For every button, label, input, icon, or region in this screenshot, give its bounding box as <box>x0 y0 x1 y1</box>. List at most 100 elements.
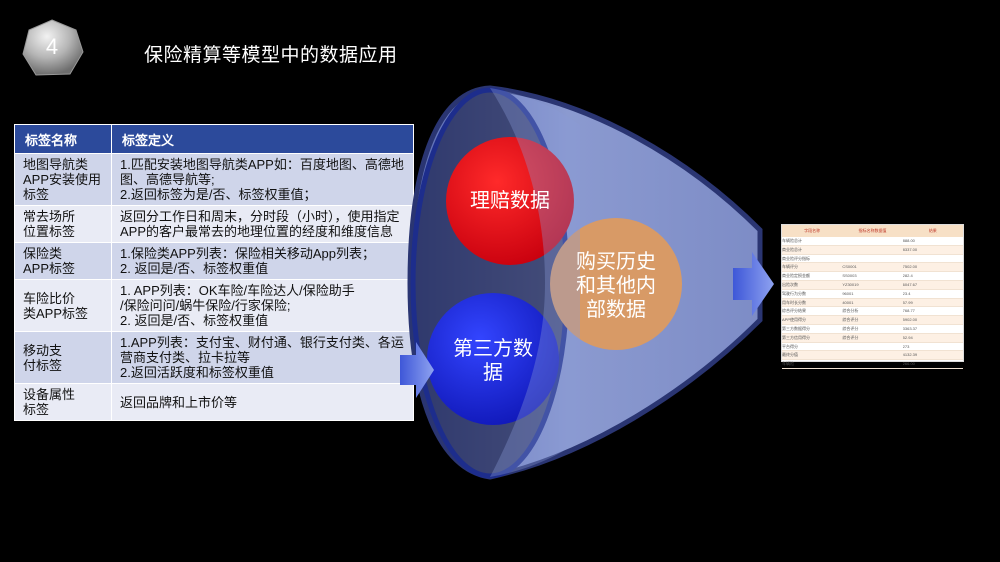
preview-cell: 综合评分 <box>842 317 859 323</box>
table-row: 设备属性 标签 返回品牌和上市价等 <box>14 383 414 421</box>
text-line: 1.保险类APP列表：保险相关移动App列表； <box>120 246 375 261</box>
preview-row: 出险次数 YZ30019 6047.67 <box>782 280 963 290</box>
preview-cell: APP使用得分 <box>782 317 807 323</box>
preview-cell: 273 <box>902 343 910 349</box>
preview-header-cell: 结果 <box>928 228 937 233</box>
preview-cell: 6047.67 <box>902 281 918 287</box>
table-row: 移动支 付标签 1.APP列表：支付宝、财付通、银行支付类、各运 营商支付类、拉… <box>14 331 414 384</box>
purchase-history-label: 购买历史 和其他内 部数据 <box>566 250 666 322</box>
preview-row: 车辆险 266.00 <box>782 360 963 369</box>
preview-row: 平台得分 273 <box>782 343 963 352</box>
text-line: 第三方数 <box>453 338 533 360</box>
header-tag-definition: 标签定义 <box>111 124 414 154</box>
preview-cell <box>842 246 902 254</box>
preview-header-cell: 字段名称 <box>804 228 821 233</box>
table-header-row: 标签名称 标签定义 <box>14 124 414 154</box>
text-line: 返回品牌和上市价等 <box>120 394 238 410</box>
third-party-data-label: 第三方数 据 <box>443 337 543 385</box>
preview-cell: 96001 <box>842 290 854 296</box>
table-row: 车险比价 类APP标签 1. APP列表：OK车险/车险达人/保险助手 /保险问… <box>14 279 414 332</box>
preview-header-cell: 指标名称数据值 <box>858 228 887 233</box>
preview-cell: CS0001 <box>842 264 857 270</box>
claims-data-circle <box>446 137 574 265</box>
preview-cell: 52.94 <box>902 334 913 340</box>
preview-cell: 平台得分 <box>782 343 798 349</box>
preview-cell: 商业险定损金额 <box>782 273 810 279</box>
preview-row: 商业险总计 8337.00 <box>782 245 963 255</box>
preview-cell <box>842 360 902 368</box>
text-line: 标签 <box>23 187 50 202</box>
tag-definition-cell: 1. APP列表：OK车险/车险达人/保险助手 /保险问问/蜗牛保险/行家保险;… <box>111 279 414 332</box>
preview-cell: 商业险总计 <box>782 246 802 252</box>
text-line: 1.APP列表：支付宝、财付通、银行支付类、各运 <box>120 335 404 350</box>
tag-name-cell: 常去场所 位置标签 <box>14 205 112 243</box>
preview-cell: 用车时长分数 <box>782 299 806 305</box>
text-line: 标签 <box>23 402 50 417</box>
preview-cell: 266.00 <box>902 361 915 367</box>
text-line: 返回分工作日和周末，分时段（小时），使用指定 <box>120 209 400 224</box>
text-line: 理赔数据 <box>470 190 550 212</box>
preview-cell: YZ30019 <box>842 281 859 287</box>
text-line: 保险类 <box>23 246 63 261</box>
header-tag-name: 标签名称 <box>14 124 112 154</box>
tag-definition-cell: 1.保险类APP列表：保险相关移动App列表； 2. 返回是/否、标签权重值 <box>111 242 414 280</box>
preview-cell: 综合评分 <box>842 334 859 340</box>
text-line: 2.返回活跃度和标签权重值 <box>120 365 274 380</box>
text-line: 类APP标签 <box>23 305 89 321</box>
preview-cell: 第三方信用得分 <box>782 334 810 340</box>
claims-data-label: 理赔数据 <box>462 189 558 213</box>
text-line: 地图导航类 <box>23 157 89 172</box>
preview-cell <box>842 237 902 245</box>
preview-cell: 驾驶行为分数 <box>782 290 806 296</box>
preview-cell: 第三方数据得分 <box>782 325 810 331</box>
preview-cell: 5902.00 <box>902 317 918 323</box>
third-party-data-circle <box>427 293 559 425</box>
text-line: 付标签 <box>23 357 63 373</box>
table-row: 地图导航类 APP安装使用 标签 1.匹配安装地图导航类APP如：百度地图、高德… <box>14 153 414 206</box>
preview-row: 第三方信用得分 综合评分 52.94 <box>782 333 963 343</box>
preview-cell <box>842 351 902 359</box>
preview-row: APP使用得分 综合评分 5902.00 <box>782 316 963 325</box>
tag-name-cell: 移动支 付标签 <box>14 331 112 384</box>
text-line: 2.返回标签为是/否、标签权重值； <box>120 187 317 202</box>
preview-cell: 282.4 <box>902 273 913 279</box>
preview-header-row: 字段名称 指标名称数据值 结果 <box>782 225 963 237</box>
text-line: 2. 返回是/否、标签权重值 <box>120 261 269 276</box>
text-line: 营商支付类、拉卡拉等 <box>120 350 251 365</box>
funnel-glass-overlay <box>490 88 580 477</box>
preview-cell: 综合分析 <box>842 308 859 314</box>
text-line: 车险比价 <box>23 290 76 306</box>
preview-cell <box>903 255 963 263</box>
text-line: /保险问问/蜗牛保险/行家保险; <box>120 298 291 313</box>
preview-cell: 综合评分结果 <box>782 308 806 314</box>
page-title: 保险精算等模型中的数据应用 <box>144 45 398 66</box>
table-row: 保险类 APP标签 1.保险类APP列表：保险相关移动App列表； 2. 返回是… <box>14 242 414 280</box>
text-line: 移动支 <box>23 342 63 358</box>
tag-definition-cell: 1.APP列表：支付宝、财付通、银行支付类、各运 营商支付类、拉卡拉等 2.返回… <box>111 331 414 384</box>
preview-cell: 40001 <box>842 299 854 305</box>
text-line: 1.匹配安装地图导航类APP如：百度地图、高德地 <box>120 157 404 172</box>
arrow-to-output-icon <box>733 252 774 316</box>
text-line: 位置标签 <box>23 224 76 239</box>
preview-cell: 综合评分 <box>842 325 859 331</box>
preview-cell: 车辆险总计 <box>782 238 802 243</box>
preview-cell: 车辆险 <box>782 361 794 367</box>
preview-cell: SS0003 <box>842 273 857 279</box>
tag-name-cell: 保险类 APP标签 <box>14 242 112 280</box>
preview-cell <box>842 343 902 351</box>
preview-row: 第三方数据得分 综合评分 3363.37 <box>782 325 963 334</box>
preview-cell: 出险次数 <box>782 281 798 287</box>
slide-number-badge: 4 <box>20 18 90 76</box>
text-line: 设备属性 <box>23 387 76 402</box>
preview-cell: 8337.00 <box>902 246 918 252</box>
preview-cell: 3363.37 <box>902 325 918 331</box>
text-line: 部数据 <box>586 299 646 321</box>
